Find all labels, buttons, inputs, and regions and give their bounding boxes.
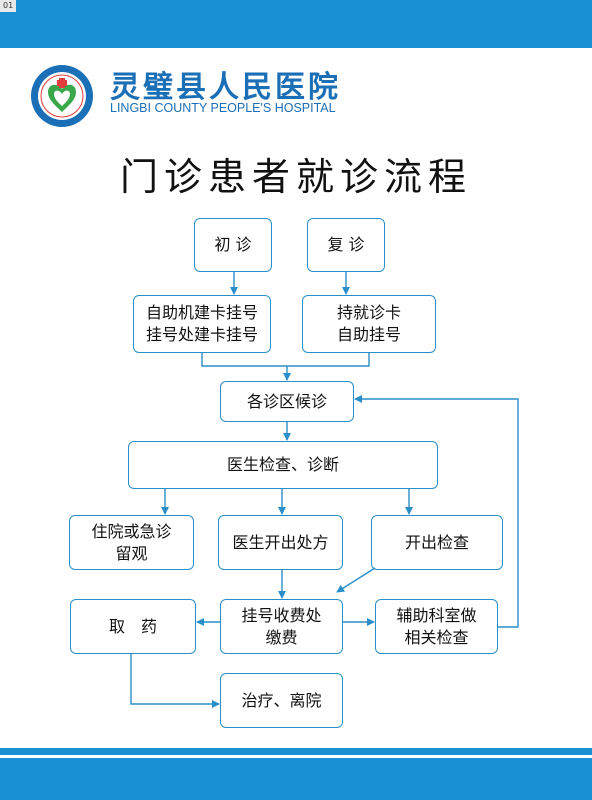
card-register-label: 持就诊卡 自助挂号 (336, 303, 401, 344)
self-register-box: 自助机建卡挂号 挂号处建卡挂号 (133, 295, 271, 353)
pay-label: 挂号收费处 缴费 (241, 605, 322, 647)
get-medicine-label: 取 药 (108, 616, 157, 636)
return-visit-label: 复 诊 (327, 235, 365, 254)
hospital-name-en: LINGBI COUNTY PEOPLE'S HOSPITAL (110, 101, 336, 115)
first-visit-box: 初 诊 (194, 218, 272, 272)
return-visit-box: 复 诊 (307, 218, 385, 272)
first-visit-label: 初 诊 (214, 235, 252, 254)
corner-tag: 01 (0, 0, 17, 12)
card-register-box: 持就诊卡 自助挂号 (302, 295, 436, 353)
hospitalize-label: 住院或急诊 留观 (91, 521, 172, 563)
aux-exam-label: 辅助科室做 相关检查 (396, 605, 477, 647)
self-register-label: 自助机建卡挂号 挂号处建卡挂号 (145, 303, 258, 344)
order-test-box: 开出检查 (371, 515, 503, 570)
get-medicine-box: 取 药 (70, 599, 196, 654)
prescribe-label: 医生开出处方 (232, 532, 329, 552)
connector-registers (201, 353, 370, 367)
bottom-stripe (0, 755, 592, 758)
arrow-test-to-pay (336, 567, 376, 593)
order-test-label: 开出检查 (404, 532, 469, 552)
arrow-medicine-to-treat (130, 654, 220, 708)
hospital-logo-icon (31, 65, 93, 127)
arrow-aux-back-to-wait (354, 395, 519, 628)
doctor-exam-box: 医生检查、诊断 (128, 441, 438, 489)
treat-leave-label: 治疗、离院 (241, 690, 322, 710)
page-title: 门诊患者就诊流程 (119, 155, 472, 199)
hospitalize-box: 住院或急诊 留观 (69, 515, 194, 570)
prescribe-box: 医生开出处方 (218, 515, 343, 570)
aux-exam-box: 辅助科室做 相关检查 (375, 599, 498, 654)
doctor-exam-label: 医生检查、诊断 (226, 455, 339, 474)
pay-box: 挂号收费处 缴费 (220, 599, 343, 654)
treat-leave-box: 治疗、离院 (220, 673, 343, 728)
hospital-name-cn: 灵璧县人民医院 (110, 70, 341, 105)
wait-box: 各诊区候诊 (220, 381, 354, 422)
wait-label: 各诊区候诊 (246, 391, 327, 411)
top-banner (0, 0, 592, 48)
